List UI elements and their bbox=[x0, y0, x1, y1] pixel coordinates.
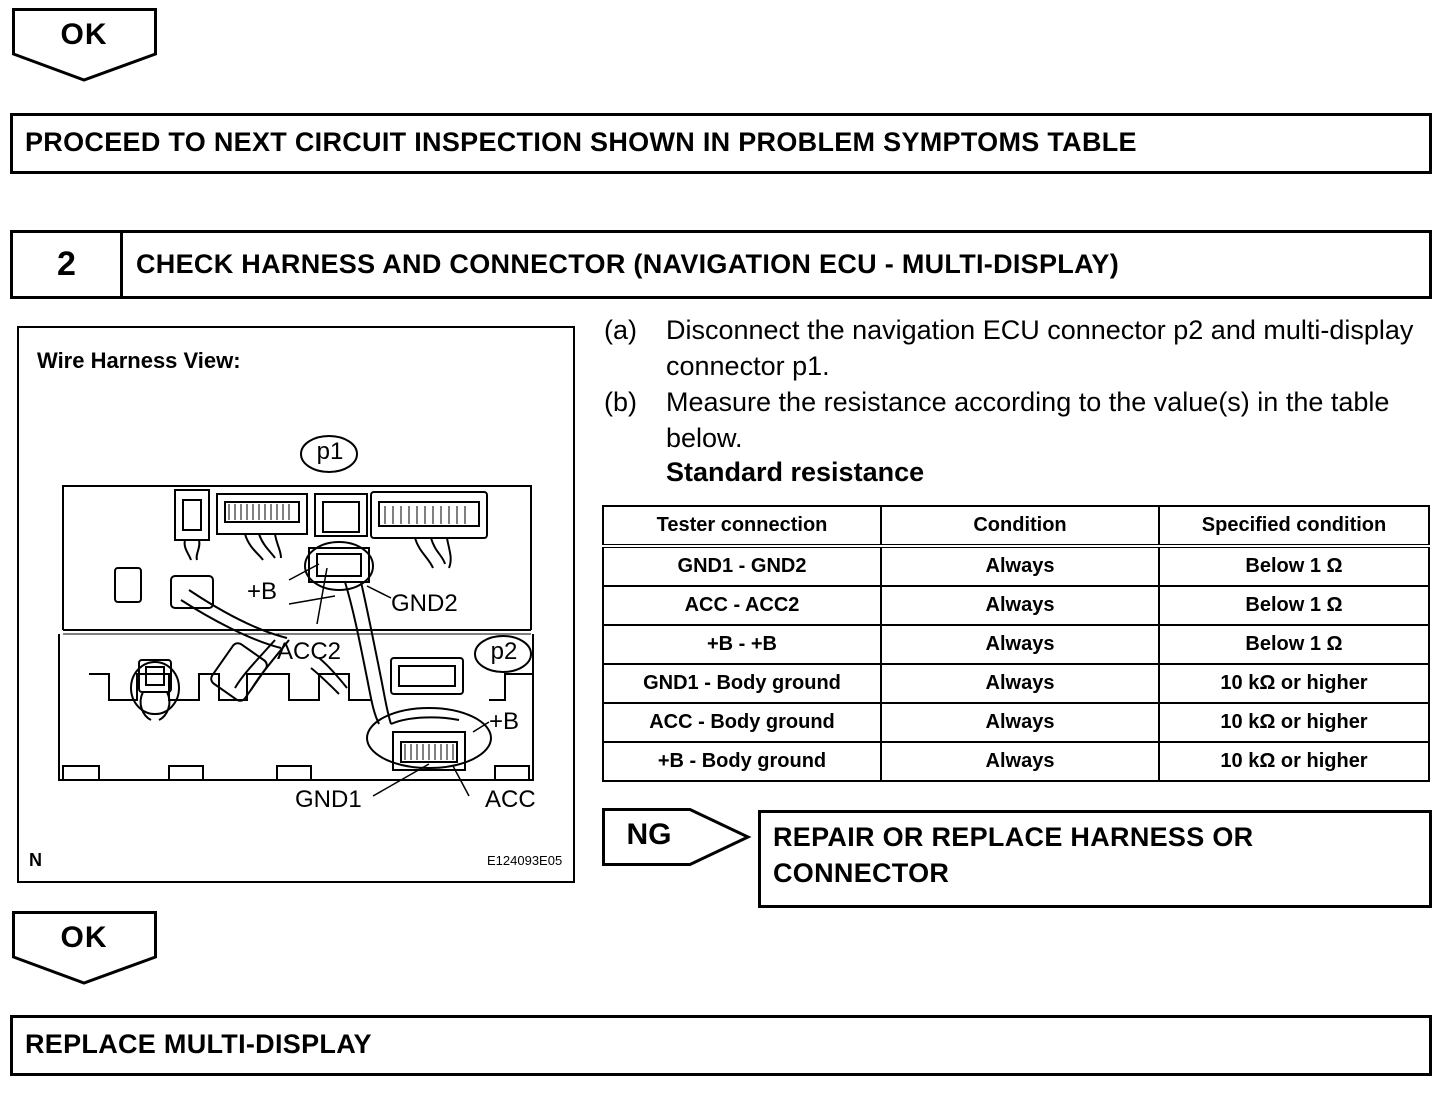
cell-specified-condition: Below 1 Ω bbox=[1158, 585, 1430, 626]
diagram-code: E124093E05 bbox=[487, 853, 563, 868]
table-row: +B - Body ground Always 10 kΩ or higher bbox=[602, 741, 1430, 782]
table-row: ACC - ACC2 Always Below 1 Ω bbox=[602, 585, 1430, 626]
cell-tester-connection: ACC - Body ground bbox=[602, 702, 882, 743]
table-header-row: Tester connection Condition Specified co… bbox=[602, 505, 1430, 548]
resistance-table: Tester connection Condition Specified co… bbox=[602, 505, 1430, 782]
ng-arrow-shape bbox=[602, 808, 752, 866]
header-specified-condition: Specified condition bbox=[1158, 505, 1430, 548]
cell-condition: Always bbox=[880, 585, 1160, 626]
replace-text: REPLACE MULTI-DISPLAY bbox=[25, 1029, 372, 1059]
cell-condition: Always bbox=[880, 702, 1160, 743]
table-row: ACC - Body ground Always 10 kΩ or higher bbox=[602, 702, 1430, 743]
cell-condition: Always bbox=[880, 545, 1160, 587]
instruction-a-text: Disconnect the navigation ECU connector … bbox=[666, 315, 1414, 381]
label-plus-b-upper: +B bbox=[247, 578, 278, 605]
ok-arrow-shape bbox=[12, 911, 157, 985]
step-title: CHECK HARNESS AND CONNECTOR (NAVIGATION … bbox=[136, 249, 1120, 279]
cell-tester-connection: GND1 - Body ground bbox=[602, 663, 882, 704]
cell-specified-condition: Below 1 Ω bbox=[1158, 545, 1430, 587]
ok-label: OK bbox=[60, 921, 108, 954]
table-row: +B - +B Always Below 1 Ω bbox=[602, 624, 1430, 665]
ok-arrow-shape bbox=[12, 8, 157, 82]
instruction-a-tag: (a) bbox=[604, 315, 637, 345]
instruction-a: (a) Disconnect the navigation ECU connec… bbox=[604, 312, 1430, 392]
wire-harness-diagram: Wire Harness View: N E124093E05 bbox=[17, 326, 575, 883]
ok-arrow-bottom: OK bbox=[12, 911, 160, 987]
label-acc2: ACC2 bbox=[277, 638, 342, 665]
table-row: GND1 - GND2 Always Below 1 Ω bbox=[602, 545, 1430, 587]
header-tester-connection: Tester connection bbox=[602, 505, 882, 548]
cell-specified-condition: Below 1 Ω bbox=[1158, 624, 1430, 665]
repair-text-line1: REPAIR OR REPLACE HARNESS OR bbox=[773, 822, 1254, 852]
instruction-b: (b) Measure the resistance according to … bbox=[604, 384, 1430, 464]
cell-condition: Always bbox=[880, 624, 1160, 665]
cell-condition: Always bbox=[880, 741, 1160, 782]
diagram-title: Wire Harness View: bbox=[37, 348, 241, 373]
ok-arrow-top: OK bbox=[12, 8, 160, 84]
instruction-b-tag: (b) bbox=[604, 387, 637, 417]
cell-specified-condition: 10 kΩ or higher bbox=[1158, 741, 1430, 782]
proceed-box: PROCEED TO NEXT CIRCUIT INSPECTION SHOWN… bbox=[10, 113, 1432, 174]
diagram-corner-left: N bbox=[29, 850, 42, 870]
replace-box: REPLACE MULTI-DISPLAY bbox=[10, 1015, 1432, 1076]
cell-tester-connection: GND1 - GND2 bbox=[602, 545, 882, 587]
step-number: 2 bbox=[13, 233, 123, 296]
label-acc: ACC bbox=[485, 786, 536, 813]
label-gnd1: GND1 bbox=[295, 786, 362, 813]
repair-box: REPAIR OR REPLACE HARNESS OR CONNECTOR bbox=[758, 810, 1432, 908]
cell-tester-connection: ACC - ACC2 bbox=[602, 585, 882, 626]
label-plus-b-lower: +B bbox=[489, 708, 520, 735]
ng-arrow: NG bbox=[602, 808, 752, 866]
cell-specified-condition: 10 kΩ or higher bbox=[1158, 702, 1430, 743]
step-header: 2 CHECK HARNESS AND CONNECTOR (NAVIGATIO… bbox=[10, 230, 1432, 299]
header-condition: Condition bbox=[880, 505, 1160, 548]
cell-specified-condition: 10 kΩ or higher bbox=[1158, 663, 1430, 704]
harness-drawing bbox=[58, 435, 534, 797]
standard-resistance-label: Standard resistance bbox=[666, 457, 925, 487]
repair-text-line2: CONNECTOR bbox=[773, 858, 950, 888]
label-gnd2: GND2 bbox=[391, 590, 458, 617]
label-p1: p1 bbox=[316, 438, 344, 465]
ok-label: OK bbox=[60, 18, 108, 51]
table-row: GND1 - Body ground Always 10 kΩ or highe… bbox=[602, 663, 1430, 704]
ng-label: NG bbox=[626, 818, 672, 851]
label-p2: p2 bbox=[490, 638, 518, 665]
instruction-b-text: Measure the resistance according to the … bbox=[666, 387, 1390, 453]
cell-tester-connection: +B - +B bbox=[602, 624, 882, 665]
cell-tester-connection: +B - Body ground bbox=[602, 741, 882, 782]
proceed-text: PROCEED TO NEXT CIRCUIT INSPECTION SHOWN… bbox=[25, 127, 1137, 157]
cell-condition: Always bbox=[880, 663, 1160, 704]
